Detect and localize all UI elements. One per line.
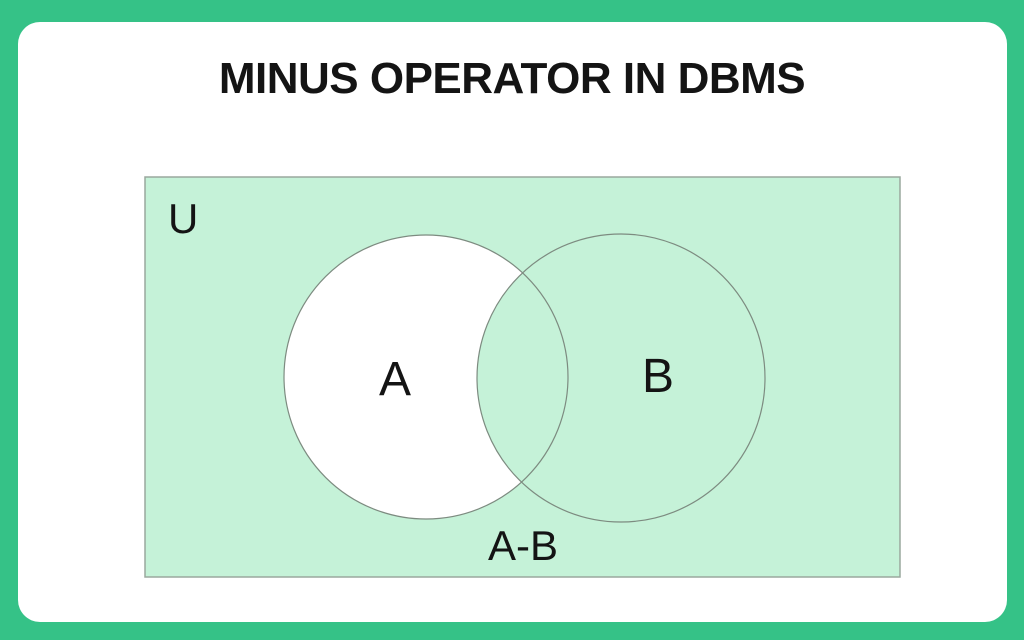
set-a-label: A bbox=[379, 353, 411, 406]
set-b-circle bbox=[477, 234, 765, 522]
set-b-circle-outline bbox=[476, 233, 766, 523]
result-label: A-B bbox=[488, 522, 558, 569]
set-b-label: B bbox=[642, 350, 674, 403]
universe-label: U bbox=[168, 195, 198, 242]
set-a-circle-outline bbox=[283, 234, 569, 520]
page-title: MINUS OPERATOR IN DBMS bbox=[218, 54, 806, 103]
